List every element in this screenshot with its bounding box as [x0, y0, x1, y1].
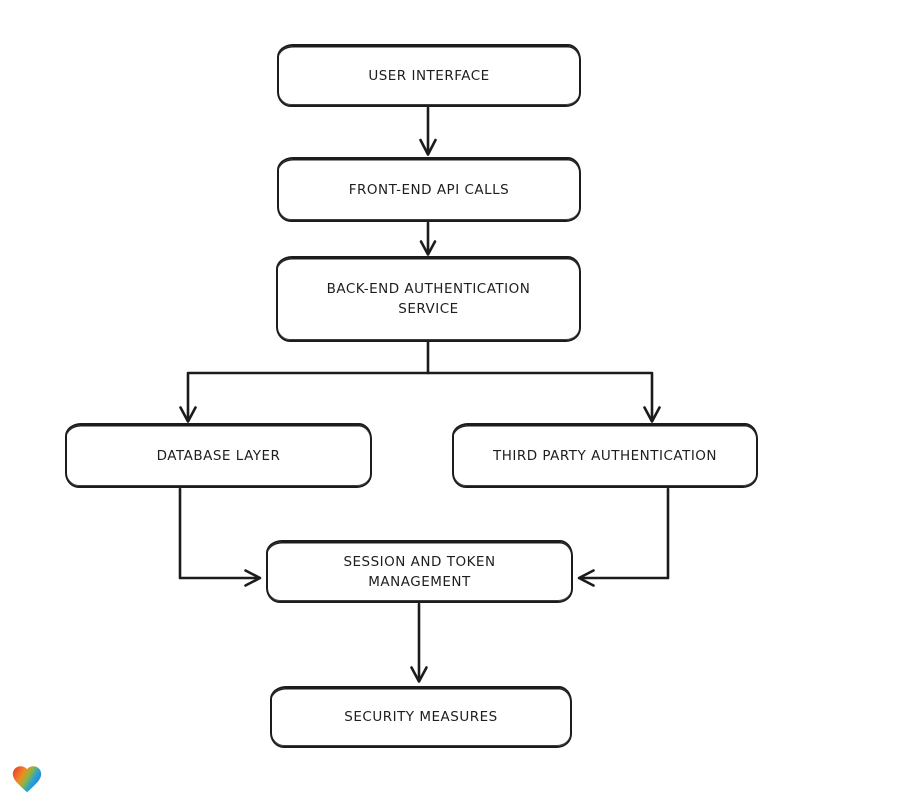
- heart-shape: [12, 766, 42, 793]
- node-user-interface[interactable]: USER INTERFACE: [277, 44, 581, 107]
- arrow-down-icon: [179, 406, 197, 423]
- node-label: DATABASE LAYER: [156, 447, 281, 464]
- arrow-down-icon: [643, 406, 661, 423]
- node-label: SECURITY MEASURES: [344, 709, 498, 725]
- node-label: USER INTERFACE: [368, 67, 490, 84]
- node-security-measures[interactable]: SECURITY MEASURES: [270, 686, 572, 748]
- node-backend-authentication-service[interactable]: BACK-END AUTHENTICATION SERVICE: [276, 256, 581, 342]
- edge-session-token-management-to-security-measures: [410, 602, 428, 683]
- node-third-party-authentication[interactable]: THIRD PARTY AUTHENTICATION: [452, 423, 758, 488]
- arrow-down-icon: [419, 240, 437, 256]
- arrow-down-icon: [419, 138, 437, 156]
- node-label: THIRD PARTY AUTHENTICATION: [492, 447, 718, 464]
- edge-database-layer-to-session-token-management: [178, 487, 262, 587]
- edge-line: [186, 340, 430, 423]
- node-label: SESSION AND TOKEN MANAGEMENT: [343, 553, 496, 590]
- edge-frontend-api-calls-to-backend-auth-service: [419, 221, 437, 256]
- arrow-down-icon: [410, 666, 428, 683]
- edge-third-party-auth-to-session-token-management: [577, 487, 670, 587]
- gradient-heart-icon: [12, 766, 42, 793]
- node-session-and-token-management[interactable]: SESSION AND TOKEN MANAGEMENT: [266, 540, 573, 603]
- node-label: FRONT-END API CALLS: [348, 181, 510, 198]
- arrow-right-icon: [244, 569, 262, 587]
- node-label: BACK-END AUTHENTICATION SERVICE: [326, 281, 531, 317]
- edge-user-interface-to-frontend-api-calls: [419, 106, 437, 156]
- edge-line: [178, 487, 261, 580]
- node-database-layer[interactable]: DATABASE LAYER: [65, 423, 372, 488]
- edge-backend-auth-service-to-database-layer: [179, 340, 430, 423]
- edge-line: [426, 371, 654, 423]
- edge-line: [578, 487, 670, 580]
- arrow-left-icon: [577, 569, 595, 587]
- edge-backend-auth-service-to-third-party-auth: [426, 371, 661, 423]
- node-frontend-api-calls[interactable]: FRONT-END API CALLS: [277, 157, 581, 222]
